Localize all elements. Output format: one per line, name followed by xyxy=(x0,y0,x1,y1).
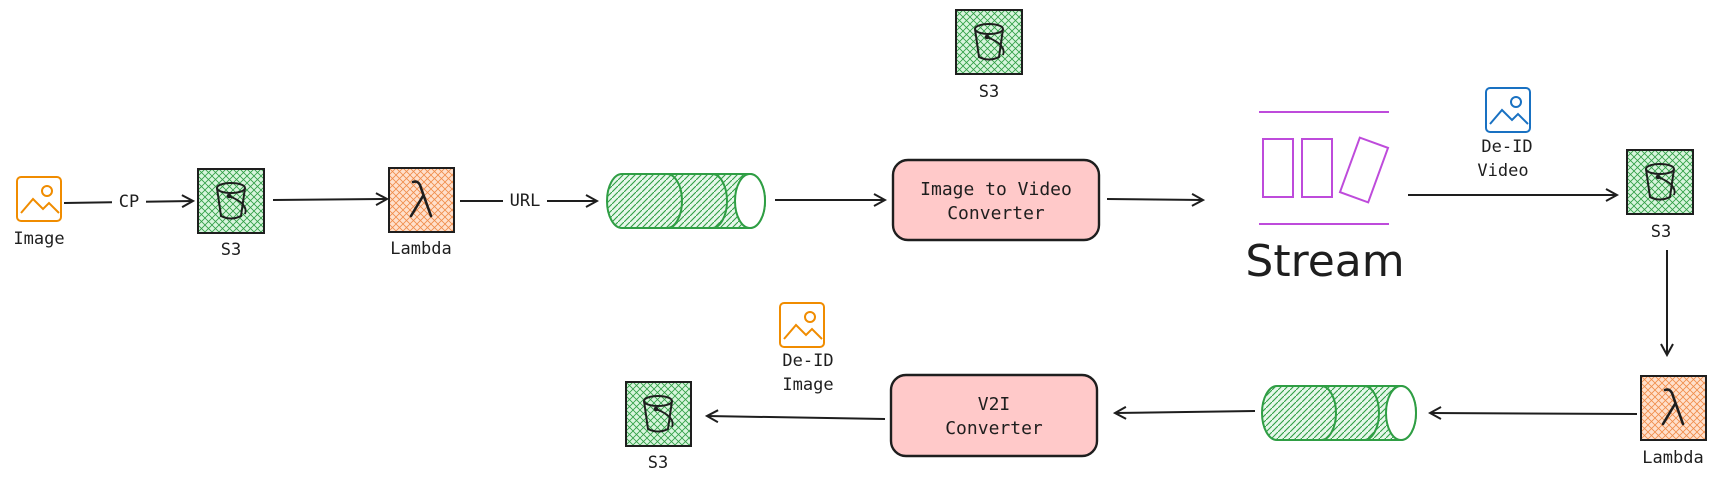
v2i-label-line2: Converter xyxy=(945,418,1043,439)
stream-icon xyxy=(1259,111,1390,225)
arrow-s3-to-lambda xyxy=(272,199,387,200)
converter-label-line2: Converter xyxy=(947,203,1045,224)
image-icon xyxy=(779,302,825,348)
converter-label-line1: Image to Video xyxy=(920,179,1072,200)
edge-label-url: URL xyxy=(510,191,541,211)
arrow-converter-to-stream xyxy=(1106,199,1203,200)
s3-label: S3 xyxy=(1651,222,1671,242)
s3-bucket-icon xyxy=(625,381,692,447)
s3-bucket-icon xyxy=(955,9,1023,75)
image-to-video-converter: Image to Video Converter xyxy=(891,158,1101,242)
image-icon xyxy=(1485,87,1531,133)
queue-cylinder-icon xyxy=(606,173,766,229)
deid-video-label-line1: De-ID xyxy=(1481,137,1532,157)
arrow-lambda-to-queue-bottom xyxy=(1430,413,1638,414)
deid-image-label-line1: De-ID xyxy=(782,351,833,371)
connectors xyxy=(63,195,1667,419)
lambda-icon xyxy=(388,167,455,233)
lambda-label: Lambda xyxy=(390,239,451,259)
edge-label-cp: CP xyxy=(119,192,139,212)
s3-label: S3 xyxy=(648,453,668,473)
image-input-label: Image xyxy=(13,229,64,249)
deid-image-label-line2: Image xyxy=(782,375,833,395)
arrow-v2i-to-s3 xyxy=(707,416,886,419)
s3-bucket-icon xyxy=(197,168,265,234)
s3-bucket-icon xyxy=(1626,149,1694,215)
arrow-queue-to-v2i xyxy=(1115,411,1256,413)
lambda-icon xyxy=(1640,375,1707,441)
image-icon xyxy=(16,176,62,222)
stream-label: Stream xyxy=(1245,236,1404,287)
lambda-label: Lambda xyxy=(1642,448,1703,468)
v2i-converter: V2I Converter xyxy=(889,373,1099,458)
s3-label: S3 xyxy=(221,240,241,260)
s3-label: S3 xyxy=(979,82,999,102)
queue-cylinder-icon xyxy=(1261,385,1417,441)
v2i-label-line1: V2I xyxy=(978,394,1011,415)
deid-video-label-line2: Video xyxy=(1477,161,1528,181)
